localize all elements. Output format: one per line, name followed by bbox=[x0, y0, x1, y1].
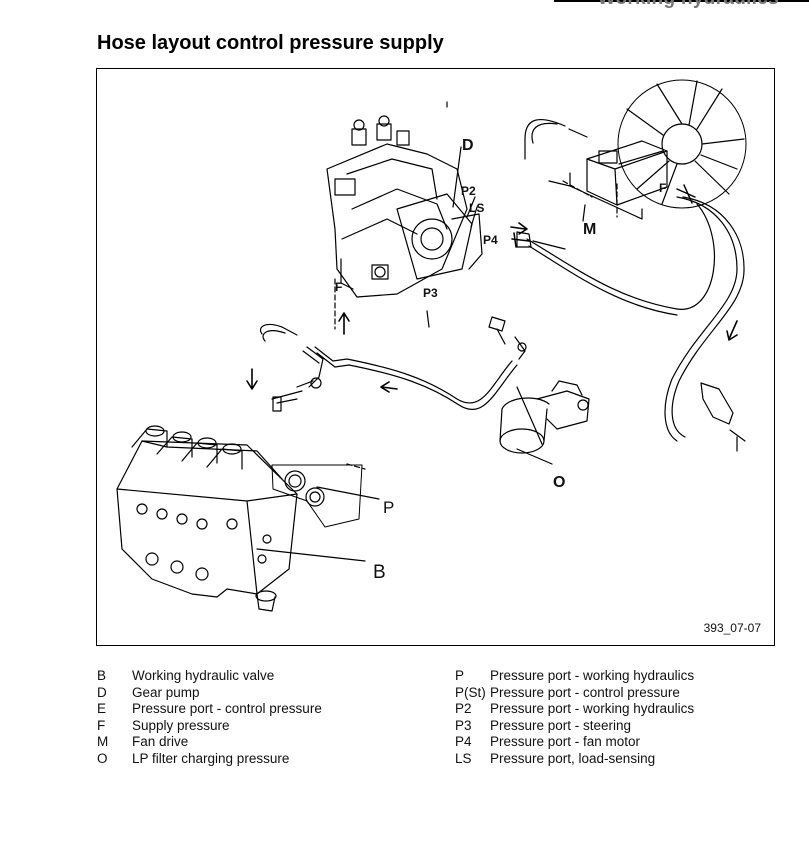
legend-left: B Working hydraulic valve D Gear pump E Pre… bbox=[97, 668, 322, 767]
legend-text: Pressure port - working hydraulics bbox=[490, 668, 695, 683]
legend-text: LP filter charging pressure bbox=[132, 750, 290, 766]
legend-code: F bbox=[97, 717, 106, 733]
legend-item: D Gear pump bbox=[97, 685, 322, 702]
legend-item: LS Pressure port, load-sensing bbox=[455, 751, 694, 768]
callout-o: O bbox=[553, 474, 566, 491]
legend-item: P4 Pressure port - fan motor bbox=[455, 734, 694, 751]
callout-p2: P2 bbox=[461, 184, 476, 198]
page-title: Hose layout control pressure supply bbox=[97, 32, 444, 54]
legend-text: Working hydraulic valve bbox=[132, 668, 275, 683]
fan-illustration bbox=[617, 79, 747, 209]
legend-text: Pressure port, load-sensing bbox=[490, 750, 656, 766]
lp-filter-illustration bbox=[499, 380, 590, 454]
callout-p: P bbox=[383, 498, 395, 517]
legend-item: O LP filter charging pressure bbox=[97, 751, 322, 768]
legend-code: E bbox=[97, 701, 107, 716]
figure-id: 393_07-07 bbox=[703, 621, 761, 635]
callout-f-left: F bbox=[335, 280, 343, 294]
legend-code: P2 bbox=[455, 701, 472, 716]
legend-text: Pressure port - steering bbox=[490, 717, 632, 733]
legend-text: Gear pump bbox=[132, 684, 200, 700]
legend-code: D bbox=[97, 684, 107, 700]
legend-code: B bbox=[97, 668, 107, 683]
legend-code: P(St) bbox=[455, 684, 486, 700]
callout-m: M bbox=[583, 221, 597, 238]
callout-f-top: F bbox=[659, 181, 667, 195]
legend-code: P3 bbox=[455, 717, 472, 733]
legend-text: Fan drive bbox=[132, 734, 189, 749]
gear-pump-illustration bbox=[326, 115, 483, 298]
section-header: Working hydraulics bbox=[598, 0, 779, 10]
legend-item: P2 Pressure port - working hydraulics bbox=[455, 701, 694, 718]
legend-text: Pressure port - fan motor bbox=[490, 734, 641, 749]
diagram-drawing bbox=[116, 79, 747, 612]
legend-item: E Pressure port - control pressure bbox=[97, 701, 322, 718]
legend-text: Pressure port - control pressure bbox=[490, 684, 680, 700]
callout-b: B bbox=[373, 562, 386, 583]
legend-item: F Supply pressure bbox=[97, 718, 322, 735]
hydraulic-diagram: D P2 LS P4 F M F P3 O P B 393_07-07 bbox=[96, 68, 775, 646]
legend-item: P3 Pressure port - steering bbox=[455, 718, 694, 735]
legend-code: P4 bbox=[455, 734, 472, 749]
legend-text: Supply pressure bbox=[132, 717, 230, 733]
working-hydraulic-valve-illustration bbox=[116, 425, 298, 612]
legend-text: Pressure port - control pressure bbox=[132, 701, 322, 716]
callout-ls: LS bbox=[469, 201, 485, 215]
callout-p3: P3 bbox=[423, 286, 438, 300]
legend-code: LS bbox=[455, 750, 472, 766]
legend-item: P(St)Pressure port - control pressure bbox=[455, 685, 694, 702]
legend-item: P Pressure port - working hydraulics bbox=[455, 668, 694, 685]
legend-right: P Pressure port - working hydraulics P(St… bbox=[455, 668, 694, 767]
header-rule bbox=[554, 0, 809, 2]
legend-code: M bbox=[97, 734, 109, 749]
legend-code: O bbox=[97, 750, 108, 766]
fan-motor-illustration bbox=[548, 140, 668, 220]
callout-p4: P4 bbox=[483, 233, 498, 247]
callout-d: D bbox=[462, 137, 474, 154]
legend-item: M Fan drive bbox=[97, 734, 322, 751]
legend-text: Pressure port - working hydraulics bbox=[490, 701, 695, 716]
legend-code: P bbox=[455, 668, 465, 683]
legend-item: B Working hydraulic valve bbox=[97, 668, 322, 685]
